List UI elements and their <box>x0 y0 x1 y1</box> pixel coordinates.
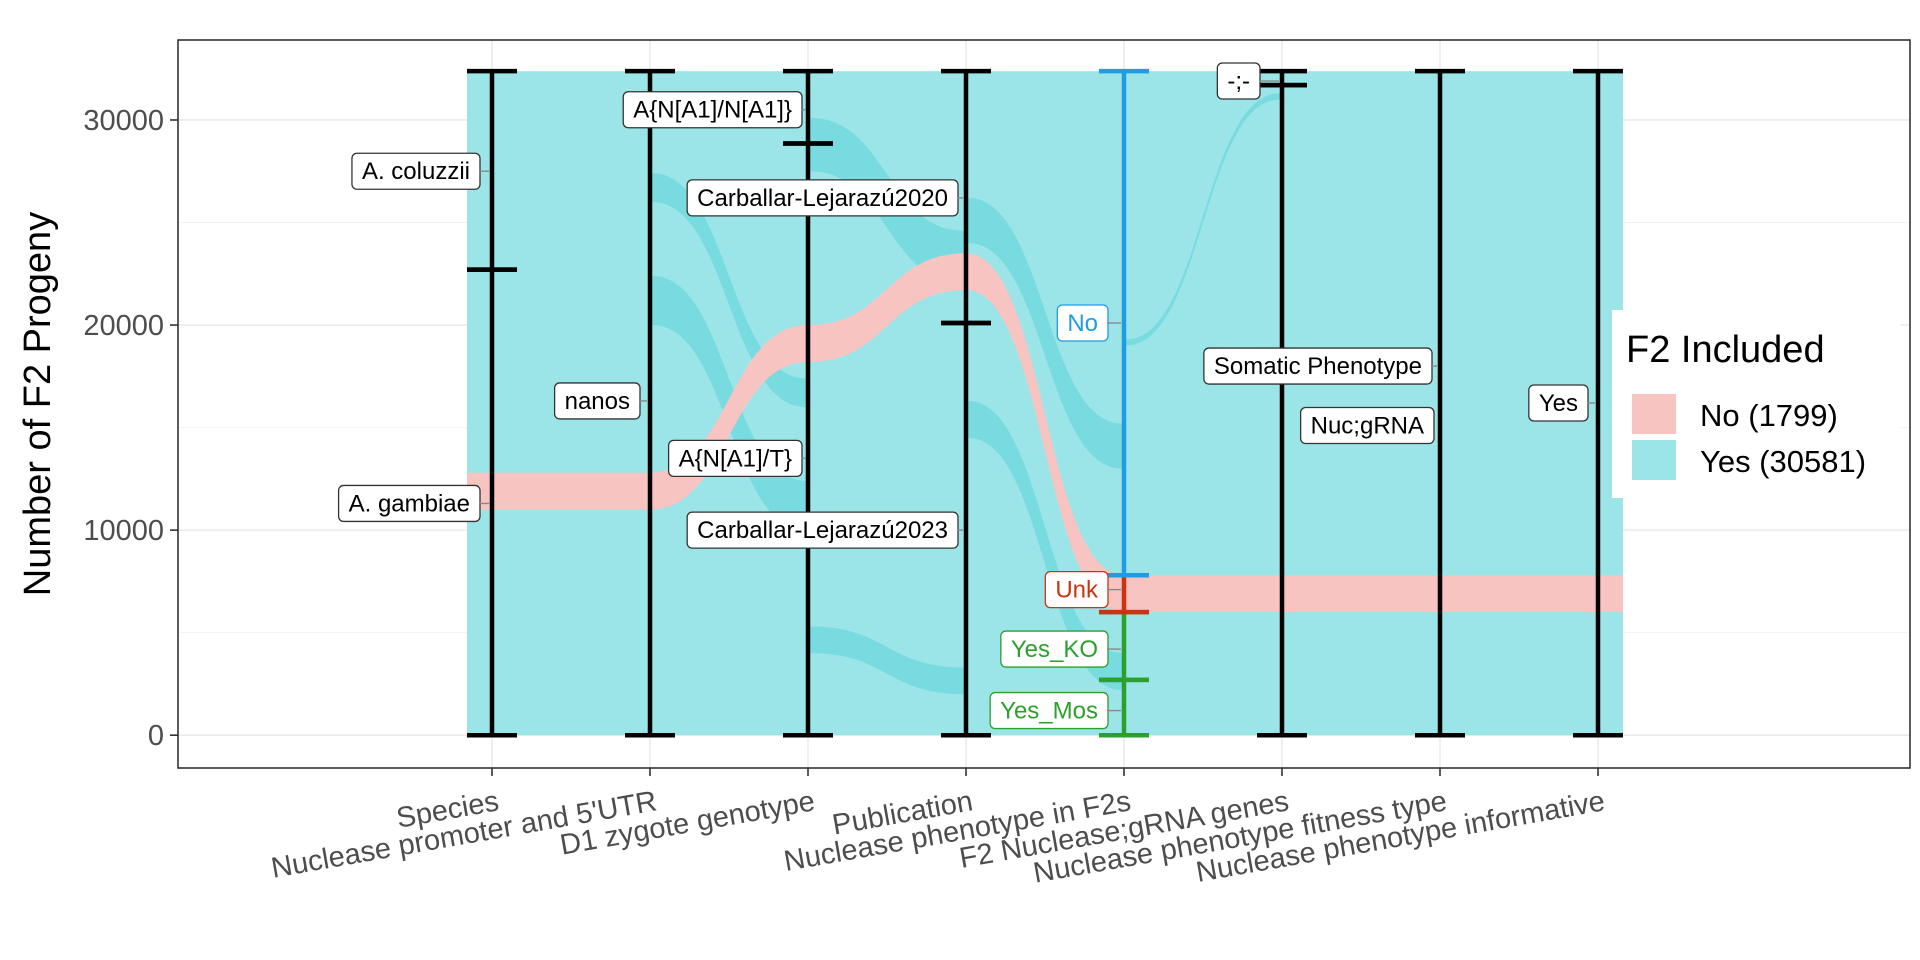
flow-cross-band <box>1126 93 1280 346</box>
stratum-label: Nuc;gRNA <box>1299 406 1435 445</box>
stratum-label-text: A. coluzzii <box>362 158 470 185</box>
stratum-label: No <box>1056 304 1121 342</box>
y-tick-label: 0 <box>148 720 164 752</box>
stratum-label-text: A{N[A1]/N[A1]} <box>633 97 792 124</box>
y-axis-title: Number of F2 Progeny <box>17 212 59 596</box>
stratum-label-text: Yes_KO <box>1011 636 1098 663</box>
stratum-label-text: A{N[A1]/T} <box>679 445 792 472</box>
stratum-label: A. gambiae <box>337 484 489 523</box>
stratum-label-text: Carballar-Lejarazú2020 <box>697 185 948 212</box>
stratum-label: Carballar-Lejarazú2023 <box>686 511 963 549</box>
stratum-label-text: nanos <box>565 388 630 415</box>
flow-cross-band <box>652 173 806 408</box>
stratum-label-text: Nuc;gRNA <box>1311 413 1424 440</box>
stratum-label: Somatic Phenotype <box>1203 347 1437 385</box>
legend-swatch <box>1632 394 1676 434</box>
stratum-label: Yes_Mos <box>989 691 1121 730</box>
stratum-label-text: Somatic Phenotype <box>1214 353 1422 380</box>
stratum-label-text: Yes_Mos <box>1000 698 1098 725</box>
flow-cross-band <box>968 400 1122 691</box>
legend-items: No (1799) Yes (30581) <box>1632 394 1866 480</box>
stratum-label: Unk <box>1044 570 1121 609</box>
y-tick-label: 10000 <box>83 515 164 547</box>
stratum-label-text: Unk <box>1055 577 1099 604</box>
stratum-label-text: Carballar-Lejarazú2023 <box>697 517 948 544</box>
flow-cross-band <box>810 626 964 695</box>
stratum-bar-layer <box>467 68 1623 738</box>
stratum-label: Carballar-Lejarazú2020 <box>686 179 963 217</box>
stratum-label-box <box>1299 406 1435 445</box>
legend-label: No (1799) <box>1700 398 1838 433</box>
stratum-label: -;- <box>1216 62 1279 100</box>
stratum-label: A{N[A1]/N[A1]} <box>622 91 805 129</box>
stratum-label: Yes_KO <box>1000 630 1121 668</box>
stratum-label-text: -;- <box>1227 68 1250 95</box>
y-tick-label: 30000 <box>83 105 164 137</box>
legend-label: Yes (30581) <box>1700 444 1866 479</box>
legend-swatch <box>1632 440 1676 480</box>
stratum-label: A{N[A1]/T} <box>667 439 805 477</box>
legend: F2 Included No (1799) Yes (30581) <box>1612 310 1900 498</box>
y-tick-label: 20000 <box>83 310 164 342</box>
stratum-label-text: Yes <box>1539 390 1578 417</box>
stratum-label-text: No <box>1067 310 1098 337</box>
flow-no-band <box>467 253 1623 613</box>
flow-cross-band <box>968 197 1122 469</box>
stratum-label: Yes <box>1528 384 1595 422</box>
stratum-label: A. coluzzii <box>351 152 489 190</box>
stratum-label: nanos <box>553 382 647 420</box>
legend-title: F2 Included <box>1626 329 1825 371</box>
panel-border <box>177 39 1911 769</box>
stratum-label-text: A. gambiae <box>349 490 470 517</box>
